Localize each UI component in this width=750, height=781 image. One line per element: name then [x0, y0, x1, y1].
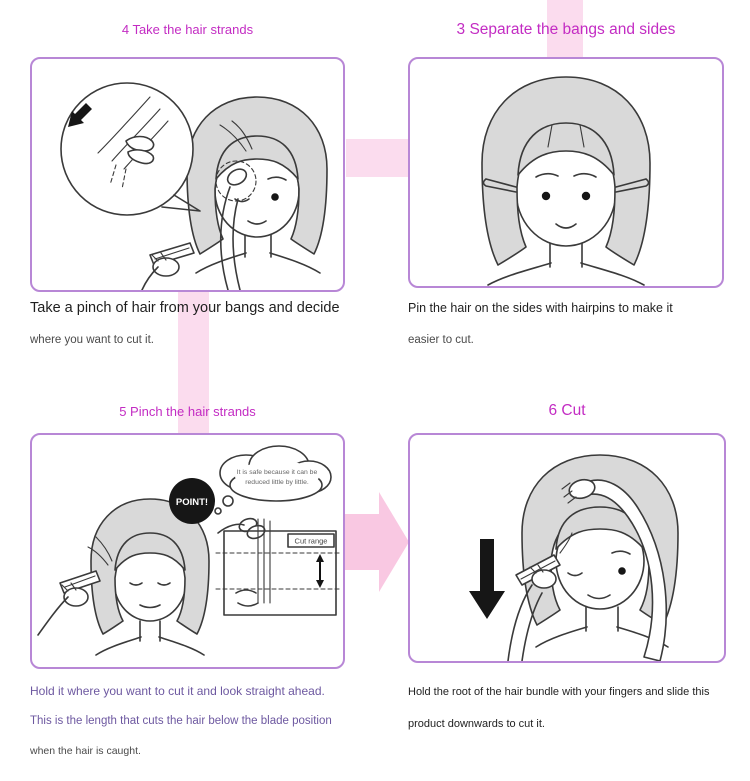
flow-connector-incoming: [547, 0, 583, 57]
step5-panel: POINT! It is safe because it can be redu…: [30, 433, 345, 669]
flow-connector-step4-step5: [178, 292, 209, 433]
girl-face: [90, 498, 210, 656]
direction-arrow-icon: [68, 103, 92, 127]
hairpin-right: [615, 178, 650, 193]
step4-caption-line1: Take a pinch of hair from your bangs and…: [30, 300, 340, 316]
bubble-text-line2: reduced little by little.: [245, 479, 309, 486]
step5-caption-line2: This is the length that cuts the hair be…: [30, 715, 332, 727]
step6-caption-line1: Hold the root of the hair bundle with yo…: [408, 686, 710, 698]
step5-title: 5 Pinch the hair strands: [119, 404, 256, 419]
step3-caption-line2: easier to cut.: [408, 334, 474, 346]
hairpin-left: [482, 178, 517, 193]
step4-illustration: [60, 82, 328, 290]
step4-title: 4 Take the hair strands: [121, 22, 254, 37]
hair-clipper-device: [507, 532, 573, 661]
step6-title: 6 Cut: [548, 402, 586, 419]
step6-caption-line2: product downwards to cut it.: [408, 718, 545, 730]
step6-illustration: [469, 454, 679, 661]
speech-bubble: It is safe because it can be reduced lit…: [214, 445, 332, 515]
magnified-inset: [60, 82, 201, 216]
step3-illustration: [481, 76, 651, 286]
step4-panel: [30, 57, 345, 292]
cut-range-label: Cut range: [295, 537, 328, 546]
step5-caption-line1: Hold it where you want to cut it and loo…: [30, 684, 325, 698]
step6-panel: [408, 433, 726, 663]
arm-over-head: [561, 478, 667, 661]
down-arrow-icon: [469, 539, 505, 619]
flow-arrow-step5-step6: [345, 492, 409, 592]
point-badge-label: POINT!: [176, 497, 208, 508]
step5-caption-line3: when the hair is caught.: [30, 745, 141, 757]
step3-caption-line1: Pin the hair on the sides with hairpins …: [408, 301, 673, 315]
girl-face: [481, 76, 651, 286]
step3-panel: [408, 57, 724, 288]
girl-face: [186, 96, 328, 274]
hair-clipper-device: [37, 536, 113, 636]
cut-range-diagram: Cut range: [215, 517, 341, 616]
pinching-hand: [215, 120, 257, 290]
step3-title: 3 Separate the bangs and sides: [456, 21, 676, 38]
step5-illustration: POINT! It is safe because it can be redu…: [37, 445, 341, 656]
bubble-text-line1: It is safe because it can be: [237, 469, 318, 476]
step4-caption-line2: where you want to cut it.: [30, 334, 155, 346]
hair-clipper-device: [141, 242, 195, 290]
flow-connector-step3-step4: [346, 139, 408, 177]
girl-face: [521, 454, 679, 648]
point-badge: POINT!: [169, 478, 215, 524]
